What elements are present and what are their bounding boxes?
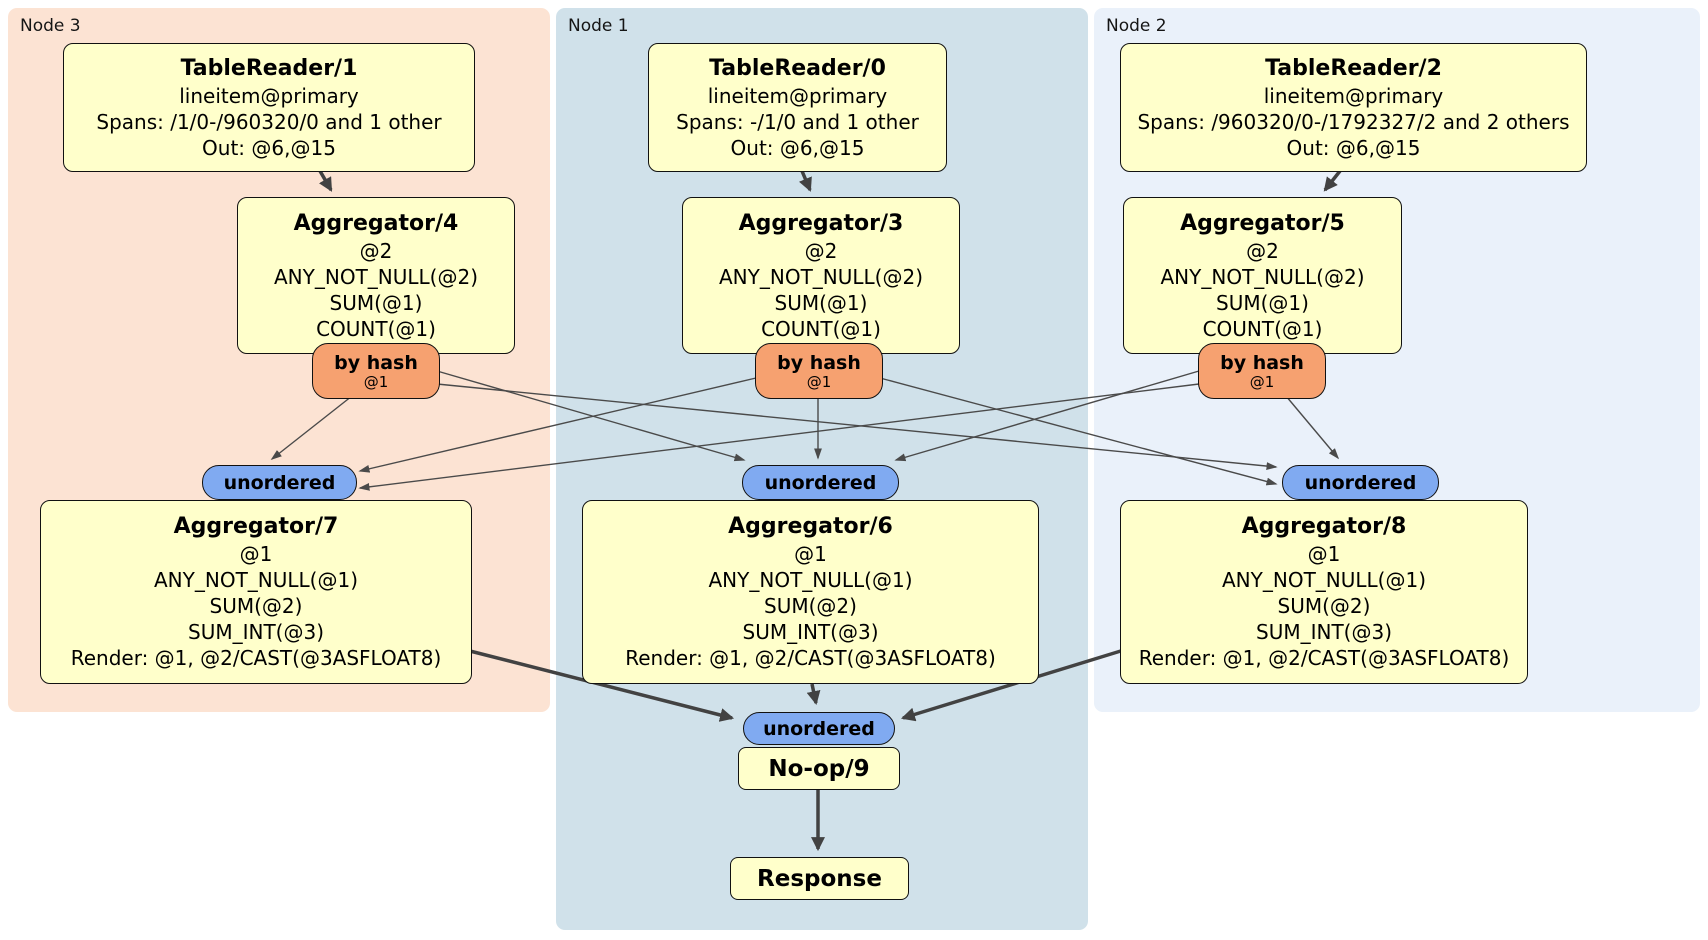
router-by-hash-5: by hash @1: [1198, 343, 1326, 399]
processor-detail: ANY_NOT_NULL(@1): [1222, 568, 1426, 592]
processor-detail: @2: [1246, 238, 1279, 263]
router-label: by hash: [334, 351, 418, 374]
processor-title: TableReader/2: [1265, 55, 1442, 81]
processor-title: Aggregator/6: [728, 514, 893, 539]
processor-detail: lineitem@primary: [1263, 83, 1444, 108]
processor-title: Aggregator/5: [1180, 210, 1345, 236]
processor-detail: Render: @1, @2/CAST(@3ASFLOAT8): [625, 646, 996, 670]
stream-label: unordered: [763, 717, 875, 740]
stream-unordered-final: unordered: [743, 712, 895, 745]
processor-detail: @1: [794, 542, 827, 566]
processor-detail: SUM(@2): [764, 594, 857, 618]
panel-node2-label: Node 2: [1106, 16, 1167, 36]
panel-node3-label: Node 3: [20, 16, 81, 36]
router-key: @1: [363, 372, 389, 391]
processor-detail: lineitem@primary: [179, 83, 359, 108]
processor-detail: Out: @6,@15: [1286, 135, 1421, 160]
processor-title: Aggregator/7: [173, 514, 339, 539]
processor-title: Aggregator/8: [1241, 514, 1407, 539]
stream-unordered-center: unordered: [742, 465, 899, 500]
processor-detail: @2: [359, 238, 393, 263]
processor-detail: SUM_INT(@3): [188, 620, 324, 644]
router-label: by hash: [777, 351, 861, 374]
processor-aggregator-7: Aggregator/7 @1 ANY_NOT_NULL(@1) SUM(@2)…: [40, 500, 472, 684]
processor-detail: @2: [804, 238, 838, 263]
processor-aggregator-4: Aggregator/4 @2 ANY_NOT_NULL(@2) SUM(@1)…: [237, 197, 515, 354]
processor-detail: ANY_NOT_NULL(@1): [154, 568, 358, 592]
router-key: @1: [806, 372, 832, 391]
stream-label: unordered: [223, 471, 336, 494]
processor-aggregator-5: Aggregator/5 @2 ANY_NOT_NULL(@2) SUM(@1)…: [1123, 197, 1402, 354]
processor-aggregator-3: Aggregator/3 @2 ANY_NOT_NULL(@2) SUM(@1)…: [682, 197, 960, 354]
processor-title: TableReader/1: [180, 55, 358, 81]
processor-noop-9: No-op/9: [738, 747, 900, 790]
processor-detail: lineitem@primary: [707, 83, 888, 108]
processor-detail: ANY_NOT_NULL(@2): [274, 264, 478, 289]
processor-tablereader-2: TableReader/2 lineitem@primary Spans: /9…: [1120, 43, 1587, 172]
stream-unordered-right: unordered: [1282, 465, 1439, 500]
router-by-hash-3: by hash @1: [755, 343, 883, 399]
stream-label: unordered: [1304, 471, 1417, 494]
processor-detail: ANY_NOT_NULL(@2): [1160, 264, 1365, 289]
processor-title: No-op/9: [768, 755, 870, 782]
processor-aggregator-8: Aggregator/8 @1 ANY_NOT_NULL(@1) SUM(@2)…: [1120, 500, 1528, 684]
processor-detail: COUNT(@1): [316, 316, 436, 341]
processor-detail: SUM(@1): [1216, 290, 1309, 315]
processor-aggregator-6: Aggregator/6 @1 ANY_NOT_NULL(@1) SUM(@2)…: [582, 500, 1039, 684]
processor-title: Response: [757, 865, 882, 892]
stream-label: unordered: [764, 471, 877, 494]
processor-detail: Spans: -/1/0 and 1 other: [676, 109, 919, 134]
processor-tablereader-1: TableReader/1 lineitem@primary Spans: /1…: [63, 43, 475, 172]
processor-detail: SUM_INT(@3): [1256, 620, 1392, 644]
processor-detail: SUM(@1): [774, 290, 868, 315]
processor-tablereader-0: TableReader/0 lineitem@primary Spans: -/…: [648, 43, 947, 172]
processor-detail: @1: [1307, 542, 1341, 566]
router-key: @1: [1249, 372, 1275, 391]
processor-title: TableReader/0: [709, 55, 886, 81]
processor-detail: Out: @6,@15: [730, 135, 865, 160]
processor-detail: Spans: /960320/0-/1792327/2 and 2 others: [1137, 109, 1570, 134]
processor-detail: SUM(@2): [1277, 594, 1371, 618]
processor-detail: Render: @1, @2/CAST(@3ASFLOAT8): [70, 646, 442, 670]
router-label: by hash: [1220, 351, 1304, 374]
stream-unordered-left: unordered: [202, 465, 357, 500]
processor-detail: @1: [239, 542, 273, 566]
processor-response: Response: [730, 857, 909, 900]
processor-detail: ANY_NOT_NULL(@2): [719, 264, 923, 289]
processor-detail: Render: @1, @2/CAST(@3ASFLOAT8): [1138, 646, 1510, 670]
processor-detail: SUM_INT(@3): [742, 620, 879, 644]
processor-detail: Out: @6,@15: [202, 135, 336, 160]
processor-detail: Spans: /1/0-/960320/0 and 1 other: [96, 109, 442, 134]
processor-title: Aggregator/3: [738, 210, 904, 236]
processor-detail: ANY_NOT_NULL(@1): [708, 568, 913, 592]
processor-detail: COUNT(@1): [761, 316, 881, 341]
processor-detail: SUM(@2): [209, 594, 303, 618]
processor-detail: SUM(@1): [329, 290, 423, 315]
router-by-hash-4: by hash @1: [312, 343, 440, 399]
processor-title: Aggregator/4: [293, 210, 459, 236]
panel-node1-label: Node 1: [568, 16, 629, 36]
processor-detail: COUNT(@1): [1202, 316, 1323, 341]
